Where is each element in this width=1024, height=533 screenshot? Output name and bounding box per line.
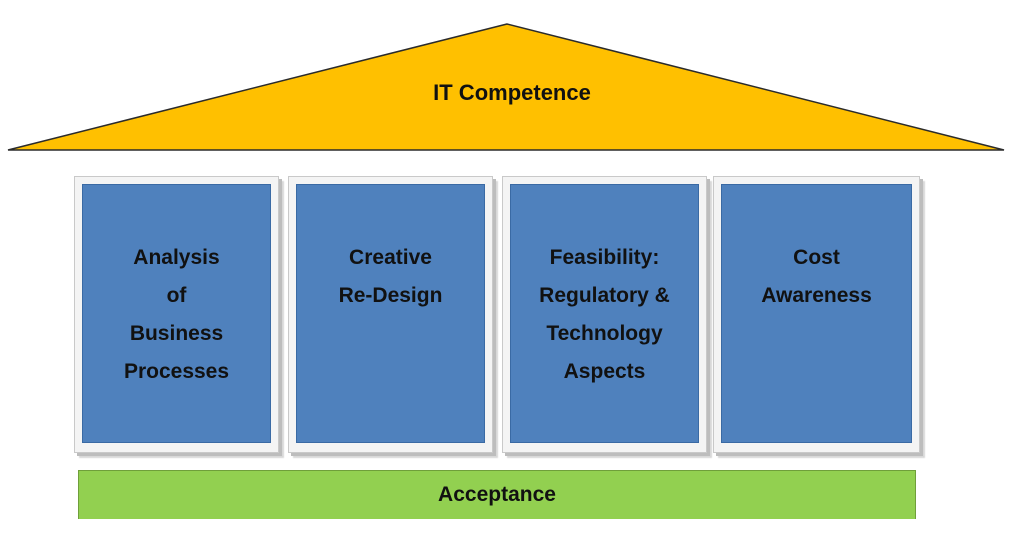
pillar-redesign: Creative Re-Design <box>296 184 485 443</box>
pillar-frame-1: Analysis of Business Processes <box>74 176 279 453</box>
pillar-label: Analysis of Business Processes <box>123 246 230 383</box>
pillar-label: Creative Re-Design <box>338 246 443 307</box>
pillar-frame-3: Feasibility: Regulatory & Technology Asp… <box>502 176 707 453</box>
roof-label: IT Competence <box>433 80 591 105</box>
pillar-feasibility: Feasibility: Regulatory & Technology Asp… <box>510 184 699 443</box>
pillar-cost: Cost Awareness <box>721 184 912 443</box>
pillar-label: Cost Awareness <box>761 246 872 307</box>
pillar-label: Feasibility: Regulatory & Technology Asp… <box>539 246 670 383</box>
roof-triangle <box>7 23 1005 151</box>
pillar-frame-2: Creative Re-Design <box>288 176 493 453</box>
base-foundation: Acceptance <box>78 470 916 519</box>
base-label: Acceptance <box>438 483 556 506</box>
pillar-frame-4: Cost Awareness <box>713 176 920 453</box>
pillar-analysis: Analysis of Business Processes <box>82 184 271 443</box>
